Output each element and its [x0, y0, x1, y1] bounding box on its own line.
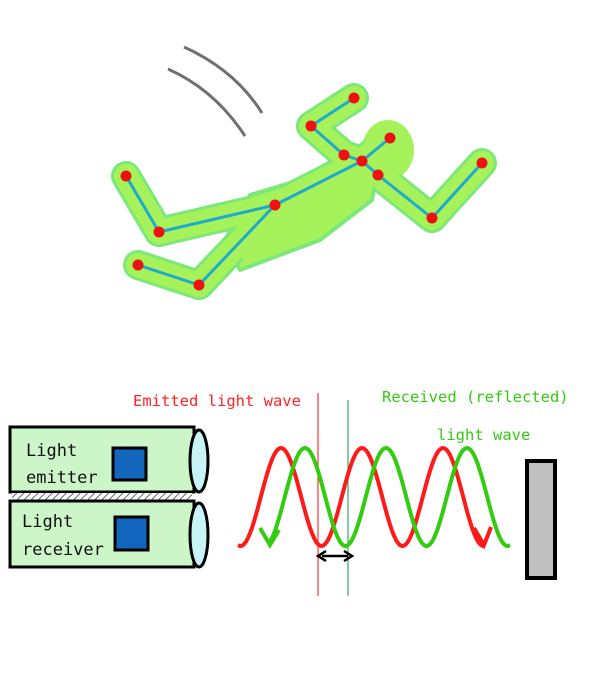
skeleton-bones	[124, 96, 484, 287]
torso-fill	[232, 152, 378, 262]
receiver-label-1: Light	[22, 512, 73, 532]
joint-nk	[356, 155, 368, 167]
received-wave	[268, 445, 511, 549]
divider	[12, 493, 192, 500]
bone-el-sl	[310, 124, 345, 157]
emitter-lens	[188, 428, 210, 494]
joint-hd	[384, 132, 396, 144]
bone-wl-el	[310, 96, 355, 128]
joint-el	[305, 120, 317, 132]
joint-wr	[476, 157, 488, 169]
bone-nk-hd	[361, 136, 391, 163]
emitted-wave	[237, 445, 485, 549]
joint-k2	[193, 279, 205, 291]
joint-f2	[132, 259, 144, 271]
joint-hp	[269, 199, 281, 211]
bone-nk-hp	[274, 159, 363, 207]
sensor-unit: Light emitter Light receiver	[8, 425, 210, 569]
emitted-wave-label: Emitted light wave	[133, 392, 301, 410]
skeleton-joints	[120, 92, 488, 291]
joint-sl	[338, 149, 350, 161]
motion-line	[183, 45, 264, 114]
emitted-arrowhead	[472, 526, 493, 550]
emitter-chip	[111, 446, 148, 482]
joint-sr	[372, 169, 384, 181]
head-fill	[364, 122, 412, 178]
motion-line	[167, 67, 247, 137]
bone-er-wr	[430, 161, 484, 220]
emitter-housing	[8, 425, 196, 494]
joint-f1	[120, 170, 132, 182]
receiver-lens	[188, 501, 210, 569]
received-wave-label-1: Received (reflected)	[382, 388, 569, 406]
receiver-chip	[113, 515, 150, 552]
reflecting-object	[525, 459, 557, 580]
receiver-housing	[8, 499, 196, 569]
bone-k2-f2	[137, 263, 200, 287]
received-arrowhead	[258, 526, 281, 549]
joint-er	[426, 212, 438, 224]
emitter-label-1: Light	[26, 441, 77, 461]
emitter-label-2: emitter	[26, 468, 98, 488]
joint-k1	[153, 226, 165, 238]
received-wave-label-2: light wave	[437, 426, 530, 444]
bone-k1-f1	[124, 175, 161, 233]
receiver-label-2: receiver	[22, 540, 104, 560]
bone-sr-er	[377, 173, 433, 220]
phase-shift-arrow	[315, 549, 355, 563]
bone-hp-k1	[158, 203, 276, 234]
bone-hp-k2	[197, 203, 277, 287]
joint-wl	[348, 92, 360, 104]
